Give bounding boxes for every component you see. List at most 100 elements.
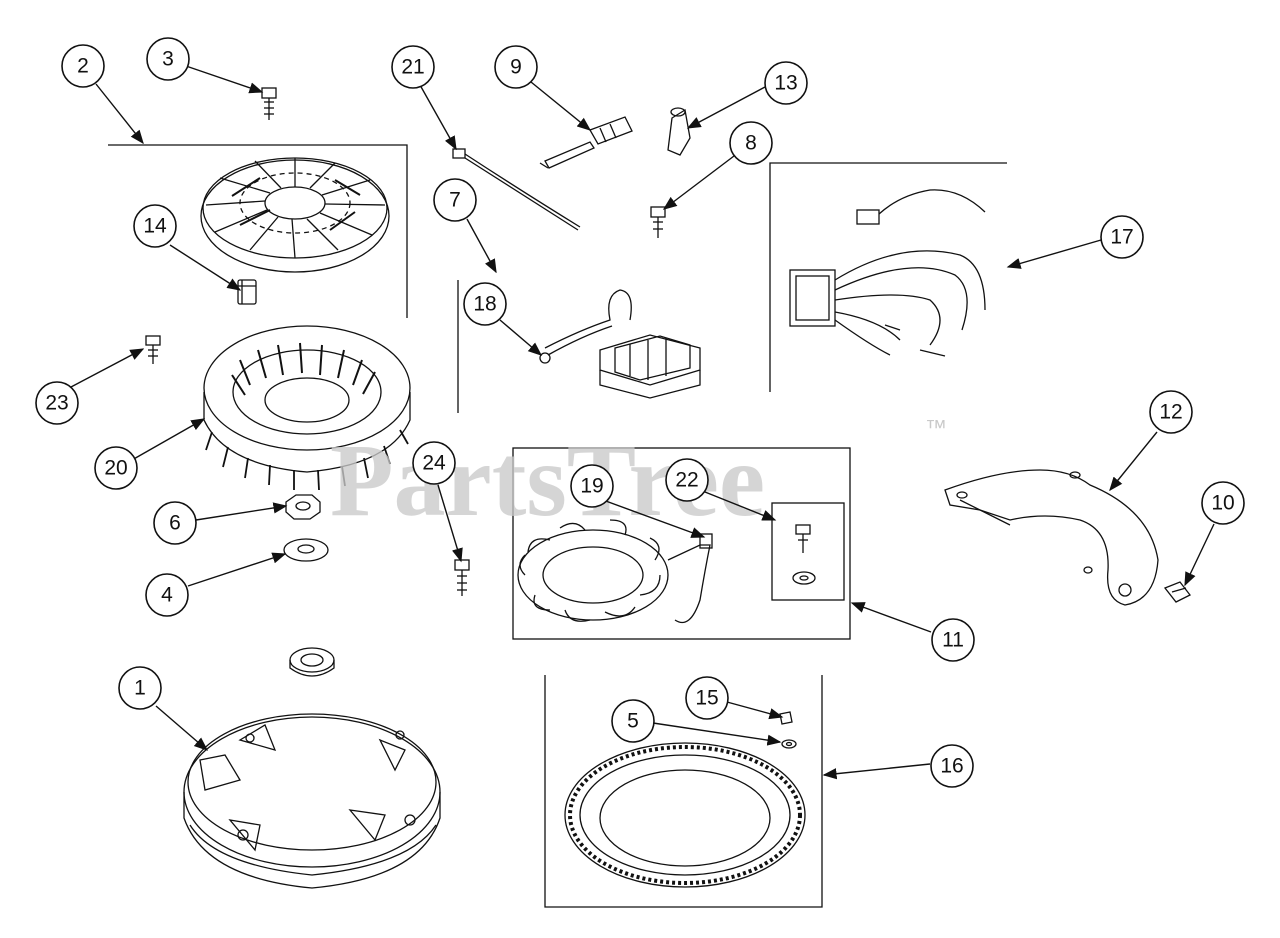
part-hardware-15-5 bbox=[779, 711, 797, 749]
part-bolt-24 bbox=[454, 559, 470, 596]
callout-10-label: 10 bbox=[1211, 492, 1234, 515]
arrow-17 bbox=[1006, 239, 1102, 269]
callout-17[interactable]: 17 bbox=[1100, 215, 1144, 259]
callout-3[interactable]: 3 bbox=[146, 37, 190, 81]
arrow-7 bbox=[466, 218, 497, 274]
arrow-24 bbox=[437, 484, 463, 563]
callout-7-label: 7 bbox=[449, 189, 461, 212]
callout-5-label: 5 bbox=[627, 710, 639, 733]
callout-22[interactable]: 22 bbox=[665, 458, 709, 502]
part-flywheel bbox=[183, 647, 441, 889]
callout-13-label: 13 bbox=[774, 72, 797, 95]
arrow-21 bbox=[419, 84, 457, 151]
part-screw-10 bbox=[1163, 581, 1191, 603]
callout-21[interactable]: 21 bbox=[391, 45, 435, 89]
callout-24[interactable]: 24 bbox=[412, 441, 456, 485]
frame-blower-housing bbox=[108, 144, 408, 318]
callout-3-label: 3 bbox=[162, 48, 174, 71]
callout-16[interactable]: 16 bbox=[930, 744, 974, 788]
callout-4[interactable]: 4 bbox=[145, 573, 189, 617]
callout-5[interactable]: 5 bbox=[611, 699, 655, 743]
callout-13[interactable]: 13 bbox=[764, 61, 808, 105]
callout-4-label: 4 bbox=[161, 584, 173, 607]
arrow-9 bbox=[530, 81, 592, 131]
part-nut bbox=[285, 494, 321, 520]
callout-7[interactable]: 7 bbox=[433, 178, 477, 222]
part-stud bbox=[237, 279, 257, 305]
arrow-23 bbox=[70, 348, 145, 388]
leader-arrows bbox=[70, 65, 1215, 780]
callout-11-label: 11 bbox=[942, 629, 964, 652]
arrow-10 bbox=[1184, 523, 1215, 587]
arrow-18 bbox=[499, 319, 543, 356]
arrow-19 bbox=[602, 499, 706, 538]
callout-14[interactable]: 14 bbox=[133, 204, 177, 248]
callout-18[interactable]: 18 bbox=[463, 282, 507, 326]
callout-15[interactable]: 15 bbox=[685, 676, 729, 720]
part-bolt-8 bbox=[650, 206, 666, 238]
part-spark-plug bbox=[539, 116, 633, 169]
group-frames bbox=[108, 144, 1007, 908]
callout-11[interactable]: 11 bbox=[931, 618, 975, 662]
arrow-12 bbox=[1109, 431, 1158, 492]
frame-ring-gear bbox=[544, 675, 823, 908]
part-cooling-fan bbox=[203, 325, 411, 491]
callout-16-label: 16 bbox=[940, 755, 963, 778]
callouts: 1 2 3 4 5 6 7 8 9 10 11 12 13 14 15 16 1… bbox=[35, 37, 1245, 788]
arrow-4 bbox=[187, 552, 287, 587]
callout-21-label: 21 bbox=[401, 56, 424, 79]
arrow-5 bbox=[652, 722, 782, 746]
callout-8[interactable]: 8 bbox=[729, 121, 773, 165]
part-wire-tie bbox=[452, 148, 581, 231]
part-blower-screen bbox=[200, 157, 390, 273]
callout-8-label: 8 bbox=[745, 132, 757, 155]
callout-6-label: 6 bbox=[169, 512, 181, 535]
arrow-1 bbox=[155, 705, 209, 751]
callout-9[interactable]: 9 bbox=[494, 45, 538, 89]
callout-19[interactable]: 19 bbox=[570, 464, 614, 508]
part-hardware-22 bbox=[792, 524, 816, 585]
part-ring-gear bbox=[564, 742, 806, 888]
callout-6[interactable]: 6 bbox=[153, 501, 197, 545]
callout-20[interactable]: 20 bbox=[94, 446, 138, 490]
callout-18-label: 18 bbox=[473, 293, 496, 316]
callout-20-label: 20 bbox=[104, 457, 127, 480]
callout-17-label: 17 bbox=[1110, 226, 1133, 249]
callout-15-label: 15 bbox=[695, 687, 718, 710]
frame-hardware-kit bbox=[771, 502, 845, 601]
callout-2[interactable]: 2 bbox=[61, 44, 105, 88]
callout-10[interactable]: 10 bbox=[1201, 481, 1245, 525]
arrow-2 bbox=[95, 83, 144, 145]
callout-19-label: 19 bbox=[580, 475, 603, 498]
frame-wire-harness bbox=[769, 162, 1007, 392]
callout-24-label: 24 bbox=[422, 452, 446, 475]
arrow-11 bbox=[850, 602, 932, 633]
part-ignition-coil bbox=[539, 289, 701, 399]
part-bracket bbox=[944, 469, 1159, 606]
callout-22-label: 22 bbox=[675, 469, 698, 492]
part-bolt-23 bbox=[145, 335, 161, 364]
callout-23-label: 23 bbox=[45, 392, 68, 415]
part-stator bbox=[517, 519, 713, 624]
callout-12[interactable]: 12 bbox=[1149, 390, 1193, 434]
arrow-6 bbox=[195, 502, 288, 521]
callout-23[interactable]: 23 bbox=[35, 381, 79, 425]
arrow-8 bbox=[662, 155, 735, 210]
arrow-22 bbox=[699, 489, 777, 521]
part-bolt-3 bbox=[261, 87, 277, 120]
arrow-13 bbox=[686, 86, 766, 129]
part-wire-harness bbox=[789, 189, 986, 357]
callout-9-label: 9 bbox=[510, 56, 522, 79]
callout-1-label: 1 bbox=[134, 677, 146, 700]
callout-1[interactable]: 1 bbox=[118, 666, 162, 710]
arrow-15 bbox=[726, 701, 784, 720]
frame-stator-assembly bbox=[512, 447, 851, 640]
arrow-14 bbox=[169, 244, 242, 291]
arrow-16 bbox=[822, 763, 931, 780]
arrow-20 bbox=[131, 418, 206, 461]
callout-2-label: 2 bbox=[77, 55, 89, 78]
part-plug-boot bbox=[667, 107, 691, 156]
watermark-trademark: ™ bbox=[925, 415, 947, 440]
callout-14-label: 14 bbox=[143, 215, 167, 238]
